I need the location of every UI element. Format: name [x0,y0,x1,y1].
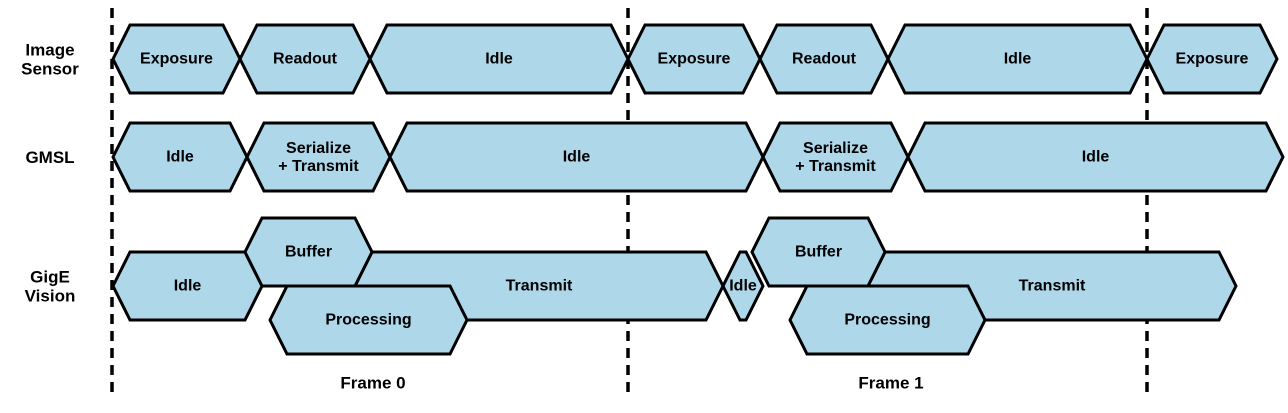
segment-label: Idle [166,149,194,166]
lane-label-gmsl: GMSL [25,148,74,167]
segment-label: Transmit [506,278,573,295]
segment-label: Exposure [1176,51,1249,68]
segment-label: Buffer [285,244,332,261]
segment-label: Readout [792,51,857,68]
segment-label: Readout [273,51,338,68]
segment-label: Transmit [1019,278,1086,295]
segment-gmsl-idle [906,121,1285,193]
segment-label: Idle [1082,149,1110,166]
segment-label: Processing [844,312,930,329]
segment-label: Serialize+ Transmit [278,140,359,175]
segment-label: Serialize+ Transmit [795,140,876,175]
frame-label-1: Frame 1 [858,374,923,393]
segment-label: Idle [485,51,513,68]
segment-label: Buffer [795,244,842,261]
segment-label: Processing [325,312,411,329]
segment-gige-vision-buffer [750,216,887,288]
segment-gige-vision-idle [721,250,765,322]
segment-gige-vision-buffer [243,216,374,288]
segment-label: Idle [729,278,757,295]
segment-gige-vision-processing [788,284,987,356]
segment-image-sensor-exposure [1145,23,1279,95]
segment-label: Idle [1004,51,1032,68]
segment-gige-vision-processing [268,284,469,356]
segment-label: Exposure [140,51,213,68]
frame-label-0: Frame 0 [340,374,405,393]
segment-label: Idle [174,278,202,295]
segment-label: Exposure [658,51,731,68]
segment-label: Idle [563,149,591,166]
